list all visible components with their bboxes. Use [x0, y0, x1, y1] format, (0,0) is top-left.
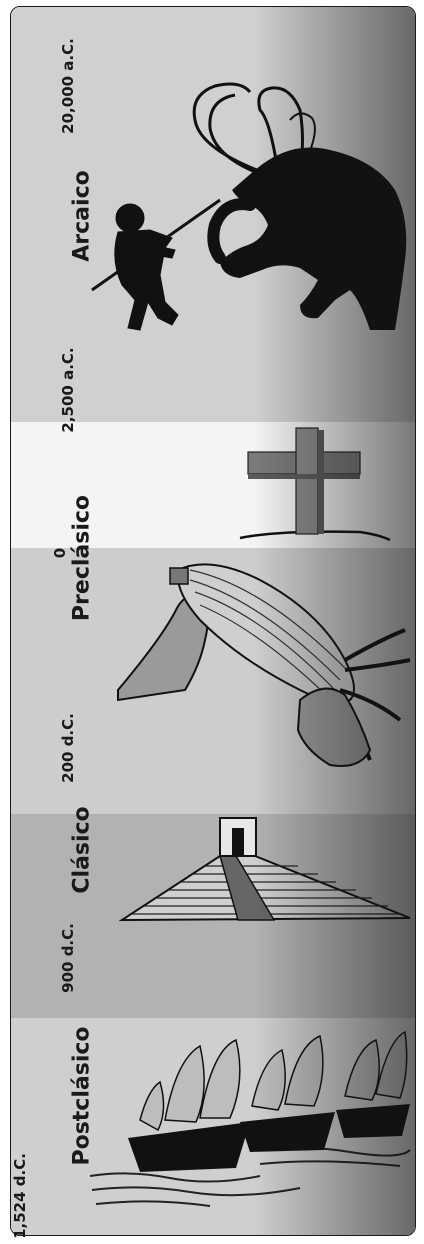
period-clasico: Clásico — [70, 806, 95, 893]
date-0: 0 — [51, 548, 69, 558]
period-preclasico: Preclásico — [70, 495, 95, 621]
date-900: 900 d.C. — [59, 923, 77, 993]
date-200: 200 d.C. — [59, 713, 77, 783]
date-20000: 20,000 a.C. — [59, 38, 77, 134]
date-2500: 2,500 a.C. — [59, 347, 77, 432]
period-arcaico: Arcaico — [70, 170, 95, 261]
period-postclasico: Postclásico — [70, 1026, 95, 1165]
date-1524: 1,524 d.C. — [11, 1153, 29, 1239]
